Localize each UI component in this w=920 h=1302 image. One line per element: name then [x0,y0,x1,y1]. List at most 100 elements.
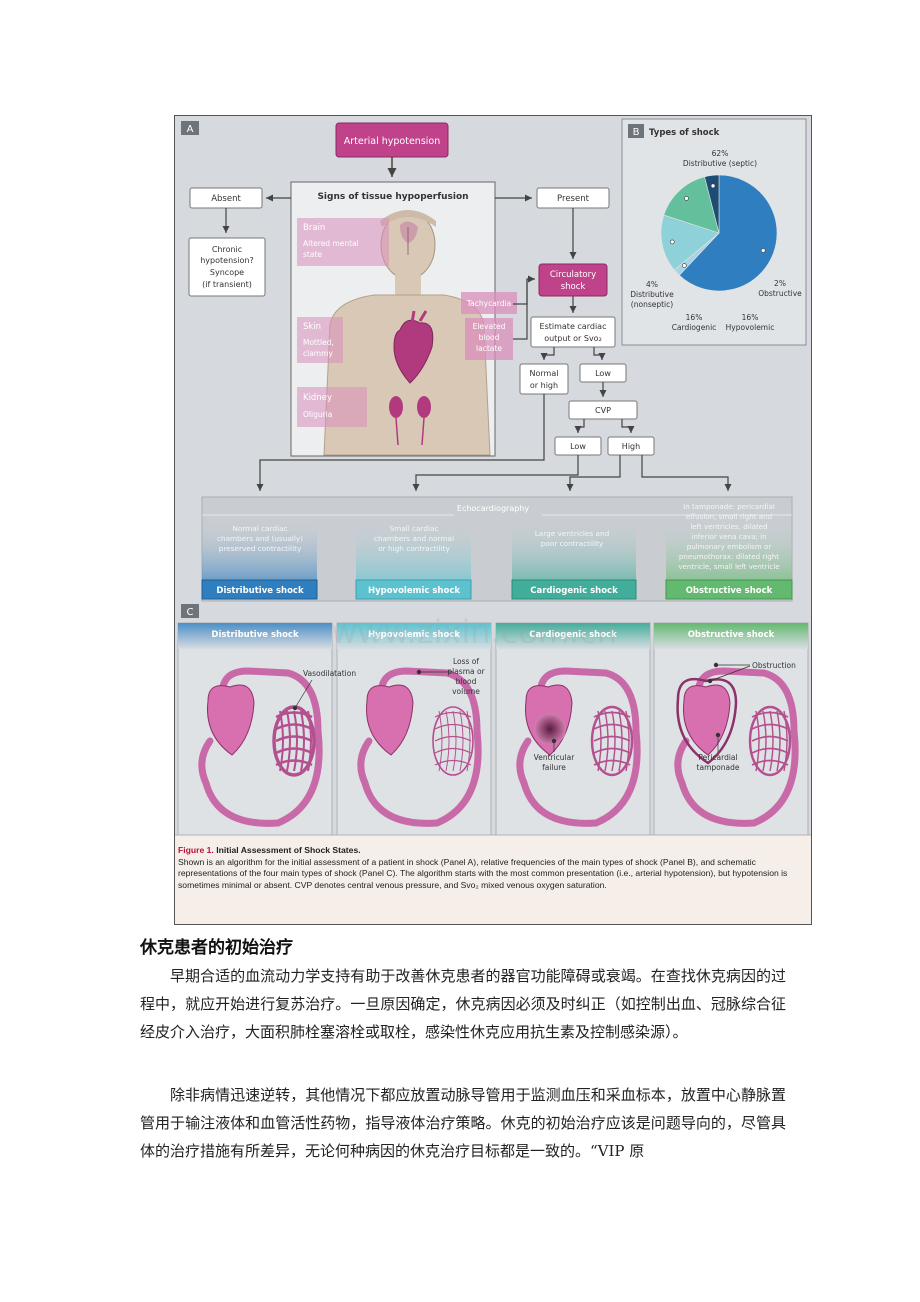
absent-label: Absent [211,194,241,204]
cvp-box [568,400,638,420]
pie-slice-hypovolemic-marker [669,239,675,245]
pie-slice-septic-marker [760,248,766,253]
panel-c-obstructive-title: Obstructive shock [688,630,775,640]
pie-slice-cardiogenic-marker [684,196,689,201]
failure-line-1: Ventricular [534,753,576,762]
shock-type-distributive [201,579,318,600]
failure-line-2: failure [542,763,566,772]
lactate-line-1: Elevated [473,322,506,331]
shock-type-hypovolemic-label: Hypovolemic shock [368,586,460,596]
chronic-line-2: hypotension? [200,256,254,265]
circulatory-line-2: shock [561,282,586,292]
pie-slice-nonseptic [704,174,720,234]
pie-label-septic-pct: 62% [712,149,729,158]
shock-type-distributive-label: Distributive shock [216,586,304,596]
panel-c-hypovolemic-title: Hypovolemic shock [368,630,460,640]
finding-2-line-1: Small cardiac [389,524,438,533]
shock-type-obstructive-label: Obstructive shock [686,586,773,596]
estimate-box [530,316,616,348]
paragraph-2: 除非病情迅速逆转，其他情况下都应放置动脉导管用于监测血压和采血标本，放置中心静脉… [140,1086,786,1160]
panel-c-hypovolemic-header [337,623,491,649]
finding-3-line-1: Large ventricles and [535,529,610,538]
finding-2-line-3: or high contractility [378,544,450,553]
skin-title: Skin [303,322,321,332]
watermark: www.zixin.com.cn [331,613,617,651]
pie-label-nonseptic-pct: 4% [646,280,658,289]
loss-line-4: volume [452,687,480,696]
tachycardia-box [461,292,517,314]
panel-c-distributive-title: Distributive shock [211,630,299,640]
shock-type-obstructive [665,579,793,600]
pie-label-septic: Distributive (septic) [683,159,757,168]
panel-c-obstructive-header [654,623,808,649]
brain-title: Brain [303,223,325,233]
pie-slice-hypovolemic [660,214,720,271]
finding-4-line-4: inferior vena cava; in [691,532,766,541]
lactate-line-3: lactate [476,344,502,353]
echo-label: Echocardiography [457,504,529,513]
panel-a-label: A [187,124,194,135]
normal-high-line-1: Normal [530,369,559,378]
panel-c-distributive-header [178,623,332,649]
types-of-shock-pie [660,174,778,292]
lactate-line-2: blood [479,333,500,342]
ventricular-failure-shade [534,713,566,745]
shock-type-cardiogenic [511,579,637,600]
pie-label-cardiogenic-pct: 16% [686,313,703,322]
vasodilatation-label: Vasodilatation [303,669,356,678]
shock-type-cardiogenic-label: Cardiogenic shock [530,586,618,596]
panel-c-cardiogenic-bg [495,622,651,836]
kidney-title: Kidney [303,393,332,403]
caption-heading: Figure 1. Initial Assessment of Shock St… [178,845,806,857]
chronic-line-4: (if transient) [202,280,252,289]
shock-type-hypovolemic [355,579,472,600]
panel-c-hypovolemic-bg [336,622,492,836]
panel-b-label-box [628,124,644,138]
obstruction-label: Obstruction [752,661,796,670]
finding-4-line-7: ventricle, small left ventricle [678,562,779,571]
panel-c-distributive: Distributive shock [177,622,333,836]
pie-label-nonseptic-line-2: (nonseptic) [631,300,673,309]
pie-slice-nonseptic-marker [710,183,716,189]
chronic-line-3: Syncope [210,268,244,277]
finding-4-line-1: In tamponade: pericardial [683,502,775,511]
pie-label-hypovolemic: Hypovolemic [726,323,775,332]
cvp-label: CVP [595,406,611,415]
signs-label: Signs of tissue hypoperfusion [317,192,468,202]
chronic-line-1: Chronic [212,245,242,254]
panel-b: B Types of shock 62% Distributive (septi… [621,118,807,346]
cvp-high-label: High [622,442,640,451]
panel-c-hypovolemic-heart [366,684,414,756]
cvp-low-label: Low [570,442,586,451]
loss-line-2: plasma or [447,667,485,676]
panel-c: C Distributive shock Hypovolemic shock Car… [177,604,809,836]
section-heading: 休克患者的初始治疗 [140,938,293,958]
tamponade-line-2: tamponade [697,763,740,772]
caption-label: Figure 1. [178,845,214,855]
panel-c-cardiogenic-capillary-bed [590,705,634,777]
pie-label-obstructive-pct: 2% [774,279,786,288]
loss-line-1: Loss of [453,657,479,666]
finding-2-line-2: chambers and normal [374,534,454,543]
pie-slice-cardiogenic [663,176,720,234]
pie-slice-septic [678,174,778,292]
skin-line-1: Mottled, [303,338,334,347]
finding-4-line-5: pulmonary embolism or [687,542,772,551]
figure-caption: Figure 1. Initial Assessment of Shock St… [178,845,806,925]
normal-high-line-2: or high [530,381,558,390]
finding-1-line-3: preserved contractility [219,544,302,553]
finding-4-line-2: effusion, small right and [686,512,772,521]
pie-slice-obstructive-marker [682,263,687,268]
chronic-box [188,237,266,297]
panel-c-cardiogenic-title: Cardiogenic shock [529,630,617,640]
finding-1-line-1: Normal cardiac [232,524,287,533]
panel-c-hypovolemic: Hypovolemic shock [336,622,492,836]
shock-figure: A Arterial hypotension Signs of tissue h… [174,115,812,925]
panel-c-obstructive: Obstructive shock [653,622,809,836]
loss-line-3: blood [456,677,477,686]
panel-c-distributive-circulation [198,667,323,827]
panel-c-label: C [187,607,194,618]
tamponade-line-1: Pericardial [698,753,737,762]
finding-4-line-3: left ventricles, dilated [690,522,767,531]
paragraph-1: 早期合适的血流动力学支持有助于改善休克患者的器官功能障碍或衰竭。在查找休克病因的… [140,967,786,1041]
